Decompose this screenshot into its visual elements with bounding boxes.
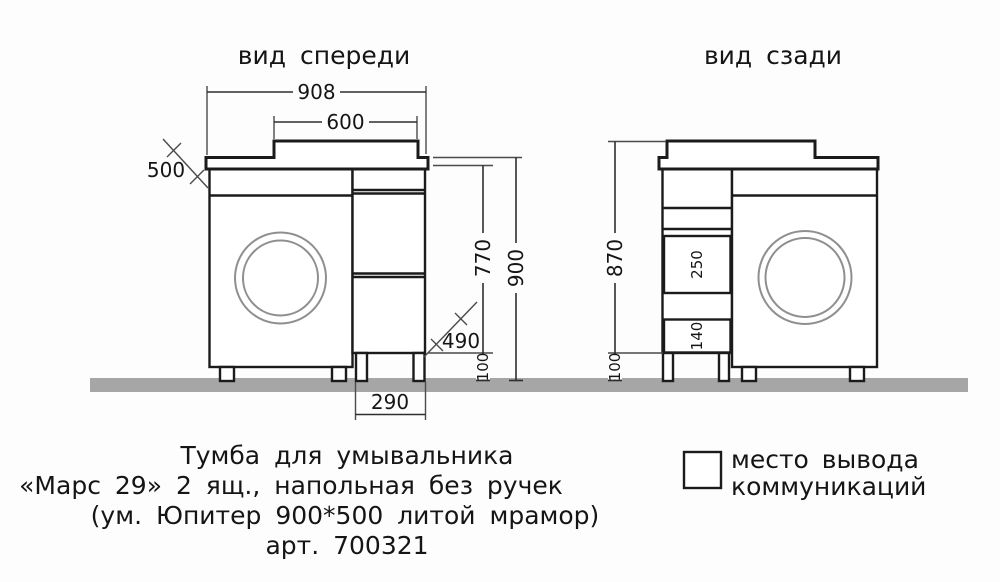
- washing-machine-rear: [730, 167, 879, 383]
- dim-label-870: 870: [603, 239, 627, 277]
- dimension-diagonal-depth: 490: [423, 301, 480, 358]
- drum-door-outer: [234, 231, 327, 325]
- front-view: вид спереди 908: [147, 41, 528, 420]
- drum-outer: [757, 230, 853, 325]
- rear-view: вид сзади 250 140: [603, 41, 880, 383]
- machine-foot: [330, 365, 348, 383]
- rear-view-title: вид сзади: [704, 41, 842, 70]
- service-cutout-lower: [662, 318, 732, 354]
- drawer-column-rear: 250 140: [661, 167, 734, 383]
- dimension-total-width: 908: [206, 80, 427, 155]
- drum-door-inner: [242, 239, 319, 317]
- dim-label-600: 600: [326, 110, 364, 134]
- countertop-front: [204, 139, 430, 171]
- dimension-heights-front: 770 100 900: [428, 156, 528, 382]
- legend-label-line1: место вывода: [731, 445, 919, 474]
- dim-label-900: 900: [504, 249, 528, 287]
- dimension-drawer-width: 290: [354, 382, 427, 420]
- dim-label-100-rear: 100: [606, 353, 624, 382]
- caption-article-number: арт. 700321: [265, 531, 428, 560]
- countertop-rear: [657, 139, 880, 171]
- front-view-title: вид спереди: [238, 41, 410, 70]
- machine-foot: [740, 365, 758, 383]
- dim-label-290: 290: [371, 390, 409, 414]
- legend: место вывода коммуникаций: [682, 445, 926, 501]
- service-cutout-upper: [662, 234, 732, 295]
- cabinet-leg: [717, 351, 731, 383]
- cabinet-leg: [661, 351, 675, 383]
- dim-label-908: 908: [297, 80, 335, 104]
- drawer-column-body: [351, 167, 427, 355]
- dim-label-100-front: 100: [474, 353, 492, 382]
- dim-label-500: 500: [147, 158, 185, 182]
- cabinet-leg: [412, 351, 426, 383]
- washing-machine-front: [208, 167, 354, 383]
- dim-label-140: 140: [688, 322, 706, 351]
- dimension-sink-width: 600: [273, 110, 418, 139]
- machine-foot: [218, 365, 236, 383]
- machine-foot: [848, 365, 866, 383]
- caption: Тумба для умывальника «Марс 29» 2 ящ., н…: [19, 441, 599, 560]
- legend-label-line2: коммуникаций: [731, 472, 926, 501]
- drum-inner: [764, 237, 846, 318]
- washing-machine-body: [730, 167, 879, 369]
- dim-label-770: 770: [471, 239, 495, 277]
- dim-label-490: 490: [442, 329, 480, 353]
- cabinet-leg: [354, 351, 369, 383]
- caption-product-name: Тумба для умывальника: [179, 441, 513, 470]
- dimension-heights-rear: 870 100: [603, 140, 666, 382]
- washing-machine-body: [208, 167, 354, 369]
- caption-basin: (ум. Юпитер 900*500 литой мрамор): [91, 501, 600, 530]
- dimension-depth: 500: [147, 138, 209, 189]
- caption-model: «Марс 29» 2 ящ., напольная без ручек: [19, 471, 563, 500]
- dim-label-250: 250: [688, 250, 706, 279]
- legend-highlight-swatch: [682, 450, 723, 490]
- drawer-column-front: [351, 167, 427, 383]
